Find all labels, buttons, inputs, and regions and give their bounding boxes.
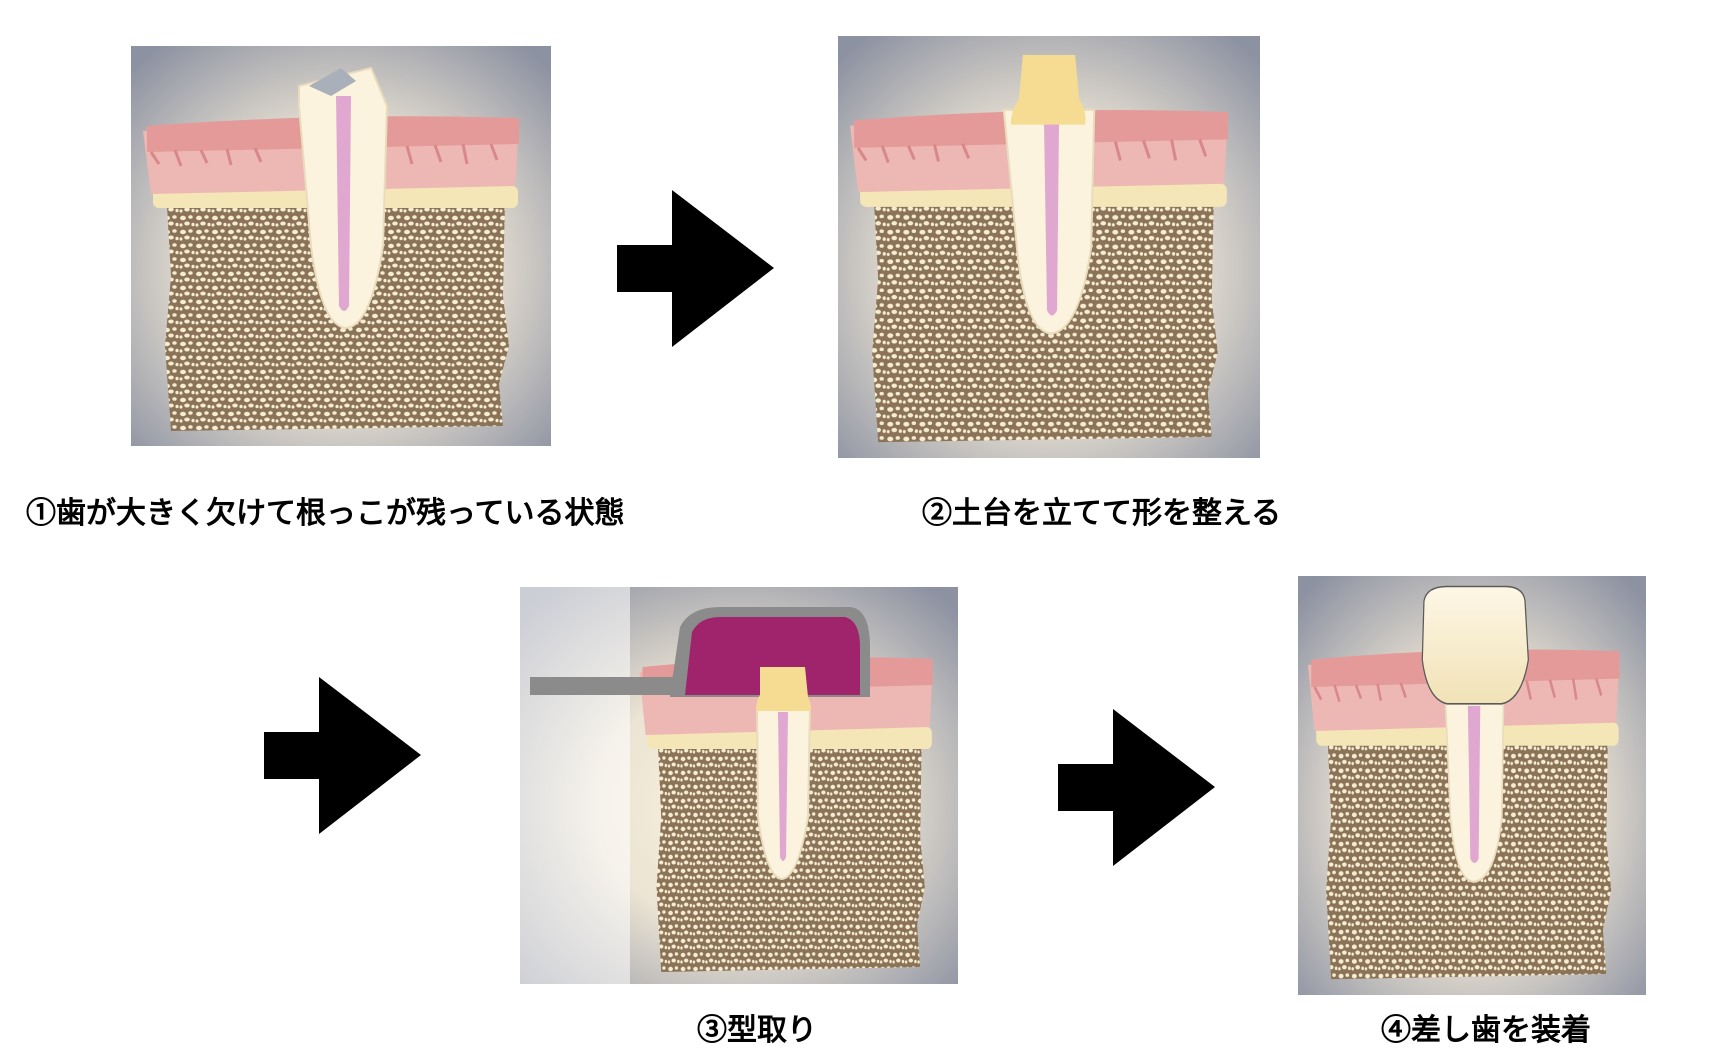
step2-caption: ②土台を立てて形を整える	[922, 496, 1282, 531]
arrow-right-icon	[1058, 709, 1215, 866]
step3-caption: ③型取り	[697, 1013, 817, 1048]
step1-caption: ①歯が大きく欠けて根っこが残っている状態	[26, 496, 625, 531]
step3-illustration	[520, 587, 958, 984]
arrow-right-icon	[617, 190, 774, 347]
arrow-right-icon	[264, 677, 421, 834]
step1-illustration	[131, 46, 551, 446]
step2-illustration	[838, 36, 1260, 458]
step4-caption: ④差し歯を装着	[1381, 1013, 1591, 1048]
step4-illustration	[1298, 576, 1646, 995]
